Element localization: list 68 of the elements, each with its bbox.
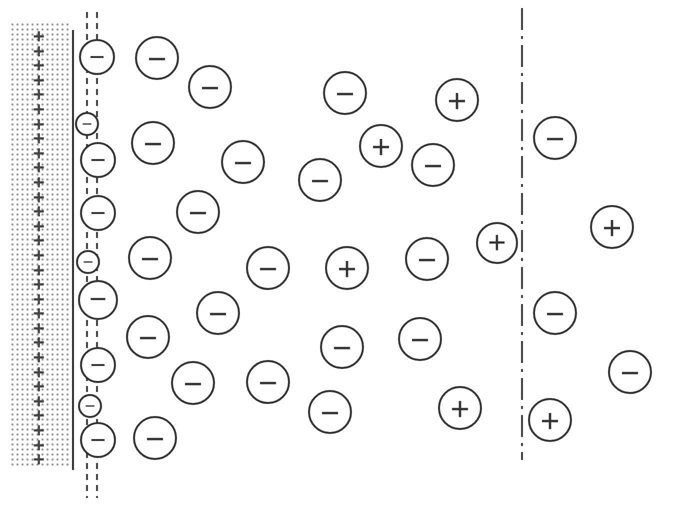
charge-sign: −	[145, 422, 165, 454]
surface-charge: +	[33, 74, 45, 88]
charge-sign: −	[183, 366, 203, 400]
surface-charge: +	[33, 424, 45, 439]
charge-sign: −	[90, 352, 106, 378]
surface-charge: +	[33, 278, 45, 293]
charge-sign: −	[140, 242, 160, 274]
surface-charge: +	[33, 394, 45, 410]
surface-charge: +	[33, 88, 45, 103]
charge-sign: −	[90, 426, 106, 454]
surface-charge: +	[33, 234, 45, 249]
surface-charge: +	[33, 102, 45, 118]
charge-sign: +	[450, 392, 470, 424]
charge-sign: −	[620, 356, 640, 388]
charge-sign: −	[90, 146, 106, 174]
surface-charge: +	[33, 161, 45, 176]
charge-sign: −	[138, 320, 158, 354]
charge-sign: −	[423, 148, 443, 182]
charge-sign: −	[143, 126, 163, 160]
surface-charge: +	[33, 132, 45, 147]
charge-sign: −	[147, 42, 167, 74]
surface-charge: +	[33, 118, 45, 132]
charge-sign: −	[208, 296, 228, 330]
surface-charge: +	[33, 453, 45, 468]
charge-sign: −	[82, 253, 94, 271]
charge-sign: −	[84, 397, 96, 415]
charge-sign: −	[89, 44, 105, 70]
surface-charge: +	[33, 30, 45, 45]
surface-charge: +	[33, 59, 45, 74]
charge-sign: −	[310, 164, 330, 196]
charge-sign: −	[233, 146, 253, 178]
surface-charge: +	[33, 44, 45, 60]
charge-sign: −	[335, 76, 355, 110]
surface-charge: +	[33, 351, 45, 366]
charge-sign: −	[545, 296, 565, 330]
charge-sign: −	[188, 196, 208, 228]
charge-sign: −	[417, 242, 437, 276]
surface-charge: +	[33, 307, 45, 322]
surface-charge: +	[33, 264, 45, 278]
surface-charge: +	[33, 409, 45, 424]
surface-charge: +	[33, 205, 45, 220]
charge-sign: −	[258, 252, 278, 284]
charge-sign: +	[371, 130, 391, 162]
charge-sign: −	[200, 70, 220, 104]
surface-charge: +	[33, 292, 45, 308]
charge-sign: −	[320, 396, 340, 428]
surface-charge: +	[33, 176, 45, 191]
charge-sign: +	[602, 210, 622, 244]
surface-charge: +	[33, 146, 45, 162]
charge-sign: −	[89, 285, 107, 315]
surface-charge: +	[33, 248, 45, 264]
surface-charge: +	[33, 220, 45, 234]
charge-sign: +	[540, 404, 560, 436]
charge-sign: +	[488, 227, 506, 259]
surface-charge: +	[33, 336, 45, 352]
charge-sign: +	[337, 252, 357, 284]
charge-sign: −	[410, 322, 430, 356]
charge-sign: −	[90, 200, 106, 226]
surface-charge: +	[33, 366, 45, 380]
surface-charge: +	[33, 322, 45, 336]
surface-charge: +	[33, 190, 45, 206]
charge-sign: −	[258, 366, 278, 398]
charge-sign: −	[332, 330, 352, 364]
charge-sign: −	[545, 122, 565, 154]
charge-sign: +	[447, 84, 467, 116]
surface-charge: +	[33, 438, 45, 454]
charge-sign: −	[82, 115, 92, 133]
surface-charge: +	[33, 380, 45, 395]
